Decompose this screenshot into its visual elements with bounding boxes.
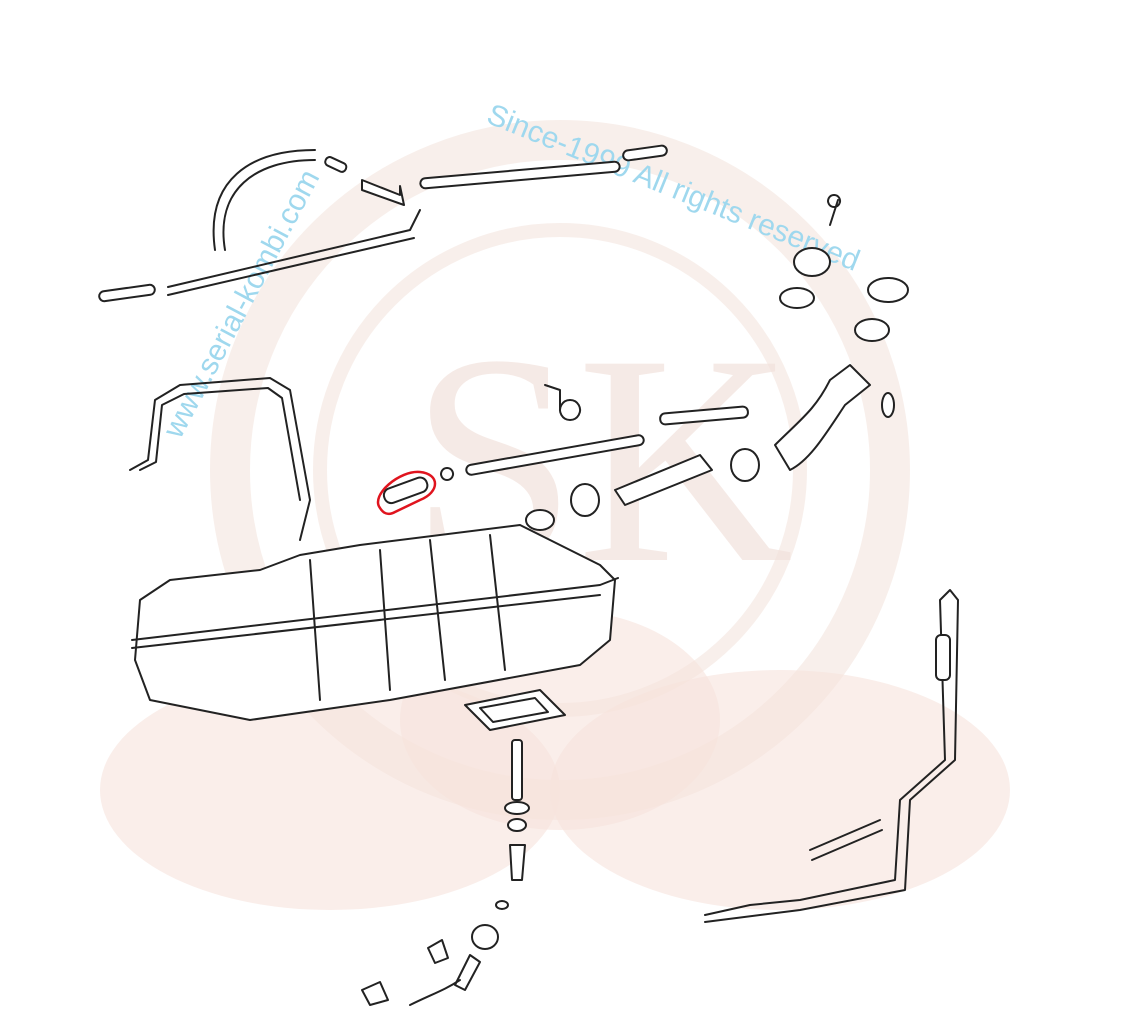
filler-assembly [440, 194, 909, 517]
highlighted-grommet[interactable] [376, 470, 437, 516]
fuel-line [704, 589, 959, 923]
watermark-logo: SK [100, 120, 1010, 910]
vent-hoses [98, 144, 668, 303]
tank-strap [129, 377, 311, 541]
sender-parts [361, 689, 566, 1006]
fuel-tank [131, 509, 619, 721]
